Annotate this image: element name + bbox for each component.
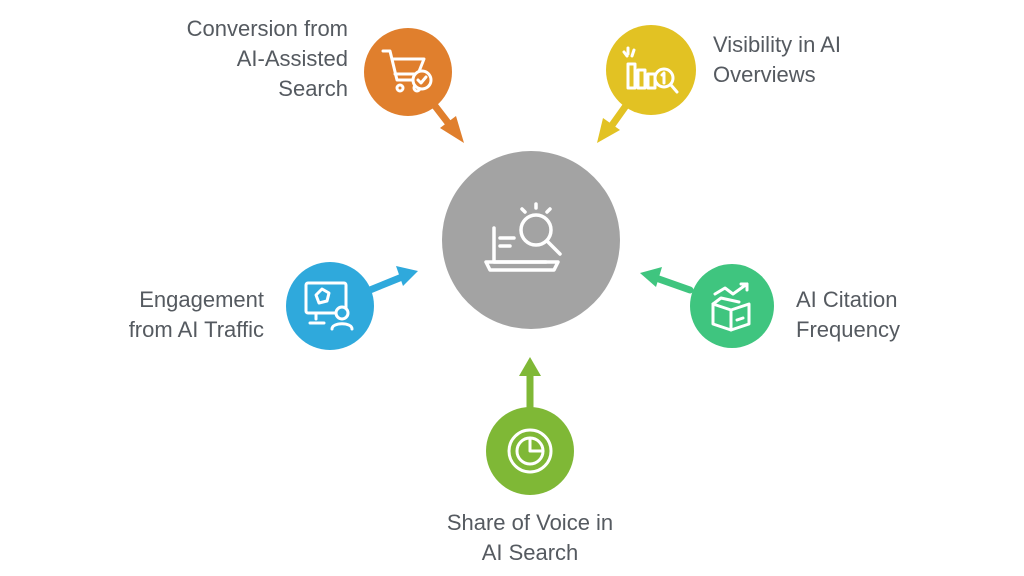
box-growth-arrow-icon [711,282,751,332]
share-of-voice-label: Share of Voice in AI Search [400,508,660,568]
share-of-voice-label-line2: AI Search [481,540,579,565]
conversion-label: Conversion from AI-Assisted Search [110,14,348,104]
engagement-label-line2: from AI Traffic [128,317,264,342]
visibility-label-line1: Visibility in AI [713,32,841,57]
share-of-voice-node [486,407,574,495]
citation-label-line2: Frequency [796,317,900,342]
visibility-label-line2: Overviews [713,62,816,87]
citation-label: AI Citation Frequency [796,285,996,345]
monitor-user-icon [304,281,354,331]
engagement-label-line1: Engagement [139,287,264,312]
conversion-label-line3: Search [278,76,348,101]
citation-label-line1: AI Citation [796,287,898,312]
center-node [442,151,620,329]
engagement-node [286,262,374,350]
shopping-cart-check-icon [381,49,433,93]
conversion-label-line2: AI-Assisted [236,46,348,71]
visibility-label: Visibility in AI Overviews [713,30,973,90]
share-of-voice-label-line1: Share of Voice in [446,510,614,535]
pie-chart-icon [507,428,553,474]
engagement-label: Engagement from AI Traffic [60,285,264,345]
conversion-arrow [428,98,464,143]
engagement-arrow [366,266,418,294]
bar-chart-magnifier-icon [622,46,679,94]
citation-node [690,264,774,348]
conversion-node [364,28,452,116]
visibility-node [606,25,696,115]
conversion-label-line1: Conversion from [186,16,348,41]
share-of-voice-arrow [519,357,541,414]
laptop-search-icon [484,202,562,272]
citation-arrow [640,267,694,294]
